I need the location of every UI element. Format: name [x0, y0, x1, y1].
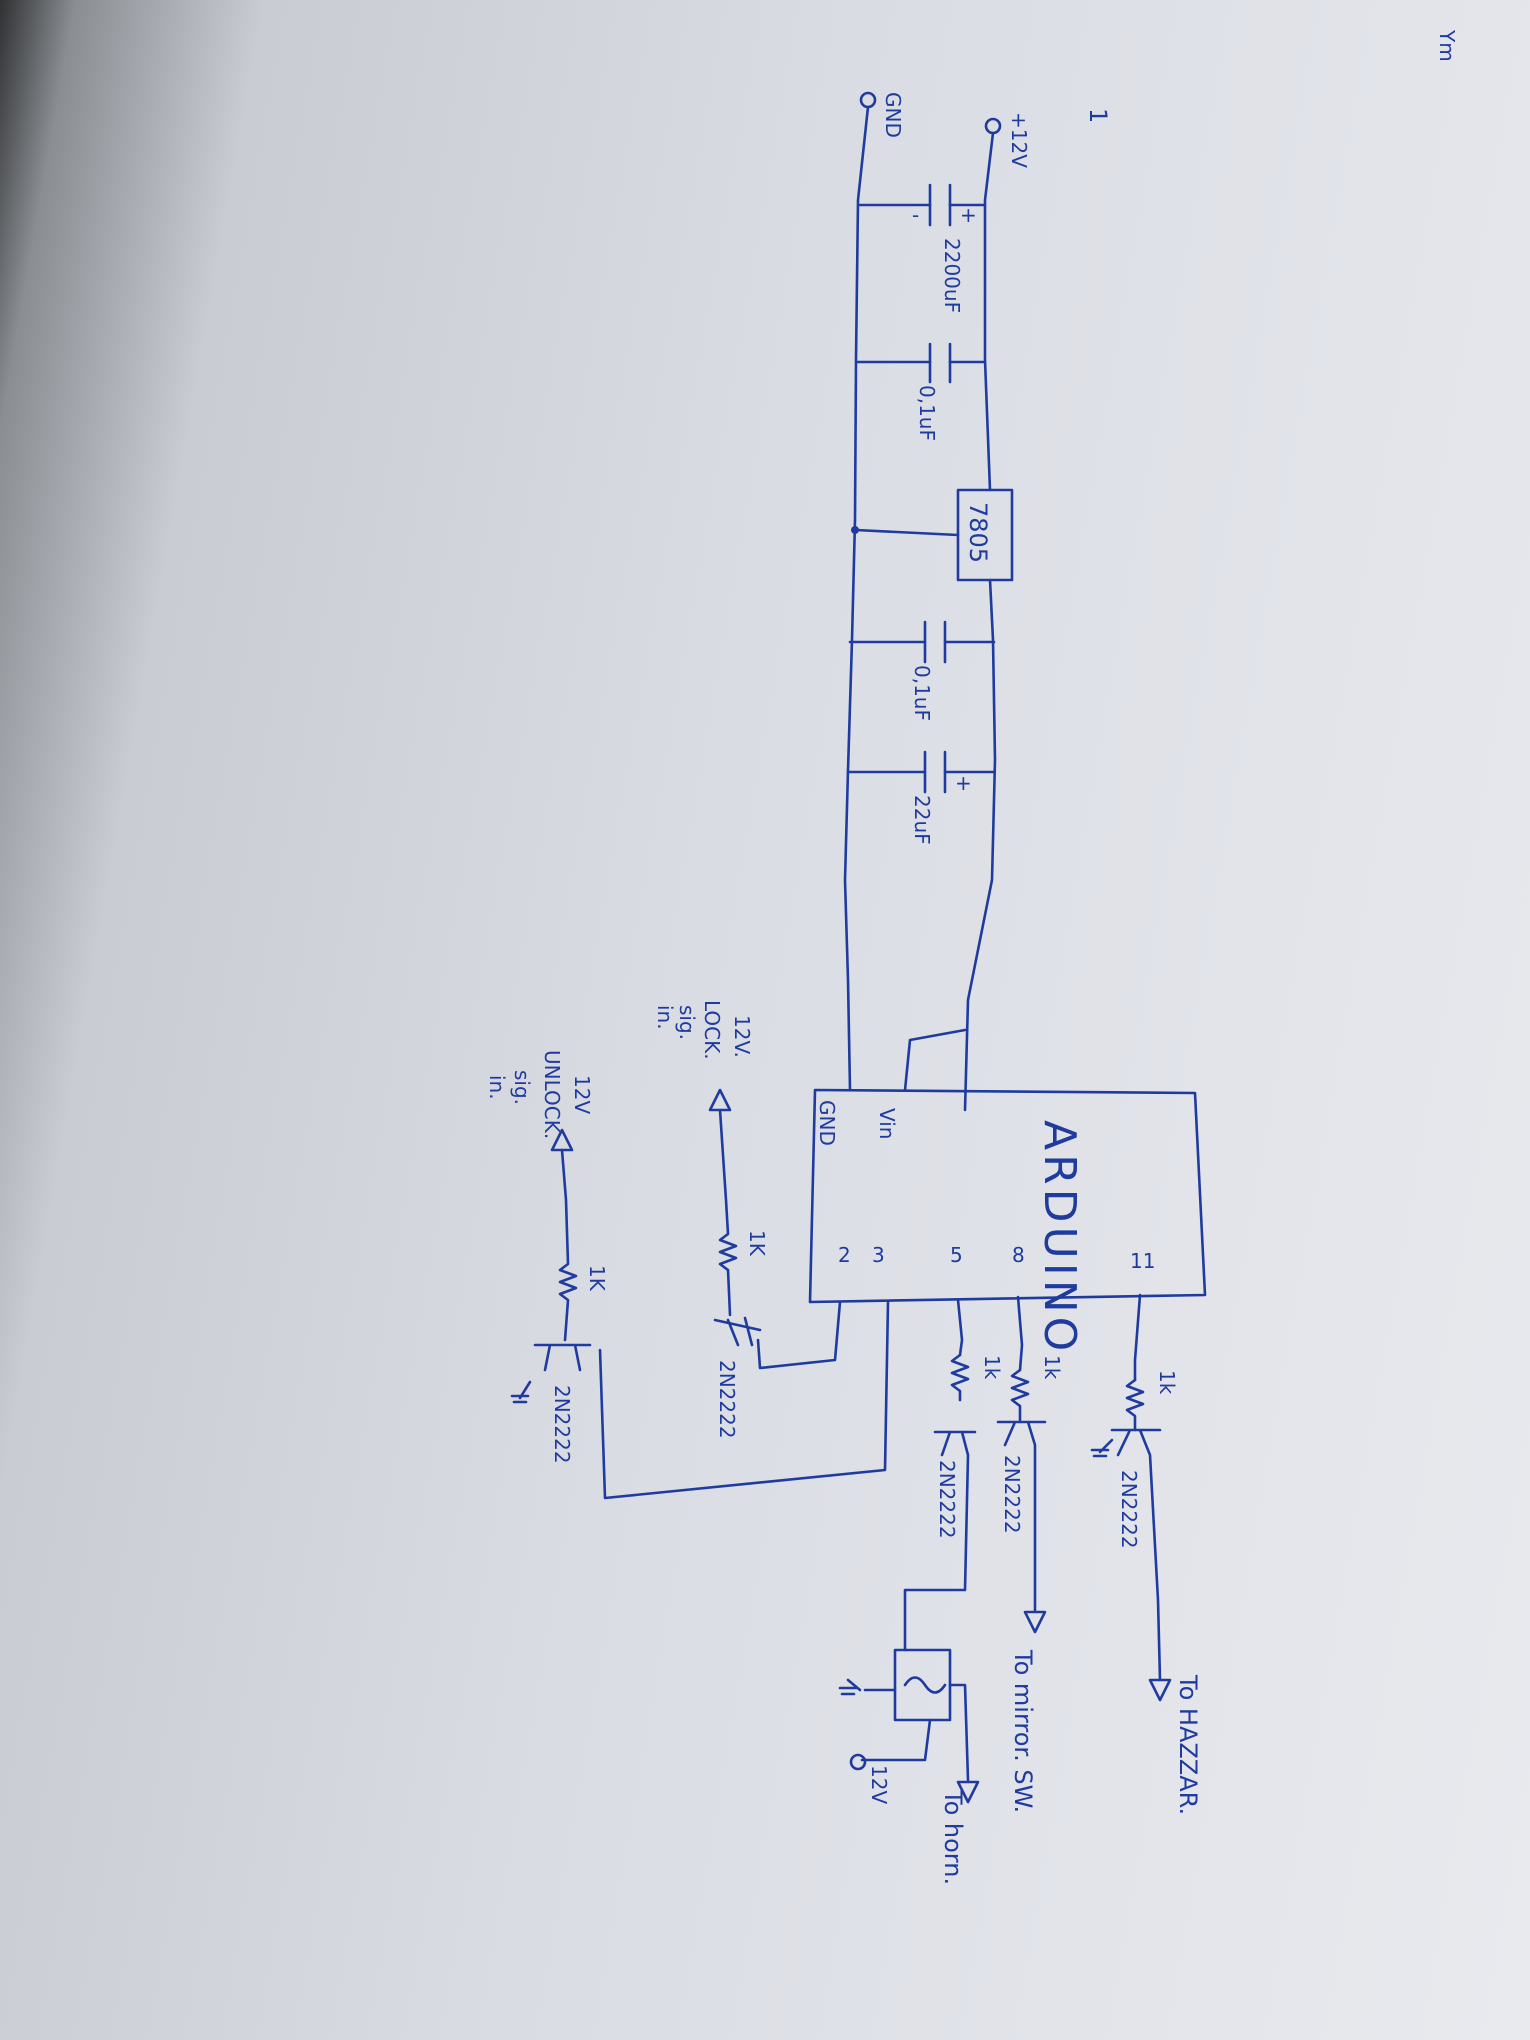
- hazzar-driver: 1k 2N2222 To HAZZAR.: [1090, 1293, 1202, 1815]
- corner-scribble: Ym: [1435, 29, 1459, 62]
- gnd-label: GND: [881, 92, 905, 138]
- ground-rail: [843, 105, 870, 1092]
- regulator-gnd-wire: [854, 528, 960, 537]
- unlock-label-line2: UNLOCK.: [540, 1050, 564, 1139]
- c3-label: 0,1uF: [910, 665, 934, 721]
- capacitor-2200uf: + - 2200uF: [858, 183, 987, 313]
- to-hazzar-label: To HAZZAR.: [1174, 1674, 1202, 1815]
- plus12v-terminal: [984, 117, 1002, 135]
- relay-ground-icon: [838, 1678, 897, 1696]
- plus12v-label: +12V: [1007, 112, 1031, 168]
- transistor-mirror: [996, 1420, 1047, 1612]
- lock-input-arrow-icon: [708, 1088, 732, 1112]
- r-unlock-label: 1K: [585, 1265, 609, 1292]
- c4-label: 22uF: [910, 795, 934, 845]
- pin-gnd-label: GND: [815, 1100, 839, 1146]
- twelve-volt-label: 12V: [867, 1765, 891, 1804]
- to-horn-label: To horn.: [939, 1789, 967, 1885]
- resistor-mirror: [1010, 1368, 1030, 1422]
- unlock-label-line3: sig.: [510, 1070, 534, 1105]
- unlock-label-line4: in.: [485, 1075, 509, 1100]
- twelve-volt-terminal: [849, 1753, 867, 1771]
- capacitor-c4: + 22uF: [846, 750, 995, 845]
- lock-label-line1: 12V.: [730, 1015, 754, 1058]
- lock-label-line3: sig.: [675, 1005, 699, 1040]
- pin-3-label: 3: [872, 1243, 885, 1267]
- r-lock-label: 1K: [745, 1230, 769, 1257]
- q-mirror-label: 2N2222: [1000, 1455, 1024, 1534]
- q-hazzar-label: 2N2222: [1117, 1470, 1141, 1549]
- transistor-horn: [903, 1430, 977, 1652]
- plus12v-rail: [983, 131, 995, 492]
- q-unlock-label: 2N2222: [550, 1385, 574, 1464]
- lock-input-circuit: 2N2222 1K 12V. LOCK. sig. in.: [653, 1000, 842, 1439]
- capacitor-c3: 0,1uF: [848, 620, 996, 721]
- r-mirror-label: 1k: [1040, 1355, 1064, 1380]
- c1-plus: +: [960, 203, 977, 227]
- transistor-unlock: [533, 1343, 592, 1372]
- transistor-lock: [713, 1316, 762, 1347]
- transistor-hazzar: [1110, 1428, 1162, 1682]
- pin-2-label: 2: [838, 1243, 851, 1267]
- c4-plus: +: [955, 771, 972, 795]
- unlock-label-line1: 12V: [570, 1075, 594, 1114]
- gnd-terminal: [859, 91, 877, 109]
- r-hazzar-label: 1k: [1155, 1370, 1179, 1395]
- lock-label-line2: LOCK.: [700, 1000, 724, 1060]
- ground-symbol: [1090, 1438, 1114, 1458]
- c1-label: 2200uF: [940, 238, 964, 313]
- relay-coil: [903, 1676, 947, 1694]
- pin-5-label: 5: [950, 1243, 963, 1267]
- vin-wire: [903, 1028, 967, 1092]
- c2-label: 0,1uF: [915, 385, 939, 441]
- r-horn-label: 1k: [980, 1355, 1004, 1380]
- unlock-input-circuit: 2N2222 1K 12V UNLOCK. sig. in.: [485, 1050, 890, 1500]
- five-volt-rail: [963, 578, 997, 1112]
- power-supply-section: +12V GND + - 2200uF 0,1uF 7805: [843, 91, 1031, 1112]
- arduino-board: ARDUINO Vin GND 2 3 5 8 11: [808, 1088, 1207, 1355]
- resistor-horn: [950, 1353, 970, 1402]
- arduino-outline: [808, 1088, 1207, 1304]
- horn-arrow-icon: [956, 1780, 980, 1804]
- page-number: 1: [1084, 108, 1112, 123]
- pin-8-label: 8: [1012, 1243, 1025, 1267]
- q-lock-label: 2N2222: [715, 1360, 739, 1439]
- resistor-hazzar: [1125, 1378, 1145, 1432]
- unlock-input-arrow-icon: [550, 1128, 574, 1152]
- mirror-driver: 1k 2N2222 To mirror. SW.: [996, 1295, 1064, 1813]
- regulator-label: 7805: [964, 502, 992, 563]
- to-mirror-label: To mirror. SW.: [1009, 1649, 1037, 1813]
- pin-vin-label: Vin: [875, 1108, 899, 1139]
- lock-label-line4: in.: [653, 1005, 677, 1030]
- pin-11-label: 11: [1130, 1249, 1155, 1273]
- horn-driver: 1k 2N2222 12V To horn.: [838, 1298, 1004, 1885]
- unlock-ground-icon: [510, 1380, 532, 1404]
- arduino-label: ARDUINO: [1034, 1120, 1085, 1355]
- capacitor-c2: 0,1uF: [856, 342, 987, 441]
- resistor-lock: [718, 1108, 738, 1317]
- q-horn-label: 2N2222: [935, 1460, 959, 1539]
- relay-box: [893, 1648, 952, 1722]
- mirror-arrow-icon: [1023, 1610, 1047, 1634]
- hazzar-arrow-icon: [1148, 1678, 1172, 1702]
- c1-minus: -: [912, 203, 919, 227]
- regulator-7805: 7805: [851, 488, 1014, 1112]
- resistor-unlock: [558, 1148, 578, 1342]
